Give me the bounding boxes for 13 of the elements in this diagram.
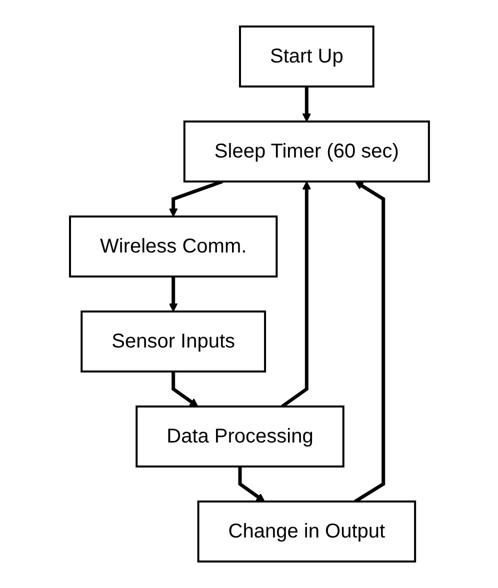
node-box: Data Processing [135, 406, 344, 468]
node-box: Sleep Timer (60 sec) [182, 120, 430, 182]
arrow [238, 466, 264, 502]
arrow [168, 180, 223, 217]
node-box: Start Up [238, 26, 374, 88]
node-box: Sensor Inputs [80, 310, 266, 372]
node-box: Wireless Comm. [68, 216, 278, 278]
arrow [280, 181, 311, 408]
node-box: Change in Output [196, 500, 416, 562]
arrow [168, 276, 178, 312]
arrow [171, 372, 198, 407]
arrow [354, 181, 385, 503]
arrow [302, 86, 311, 122]
